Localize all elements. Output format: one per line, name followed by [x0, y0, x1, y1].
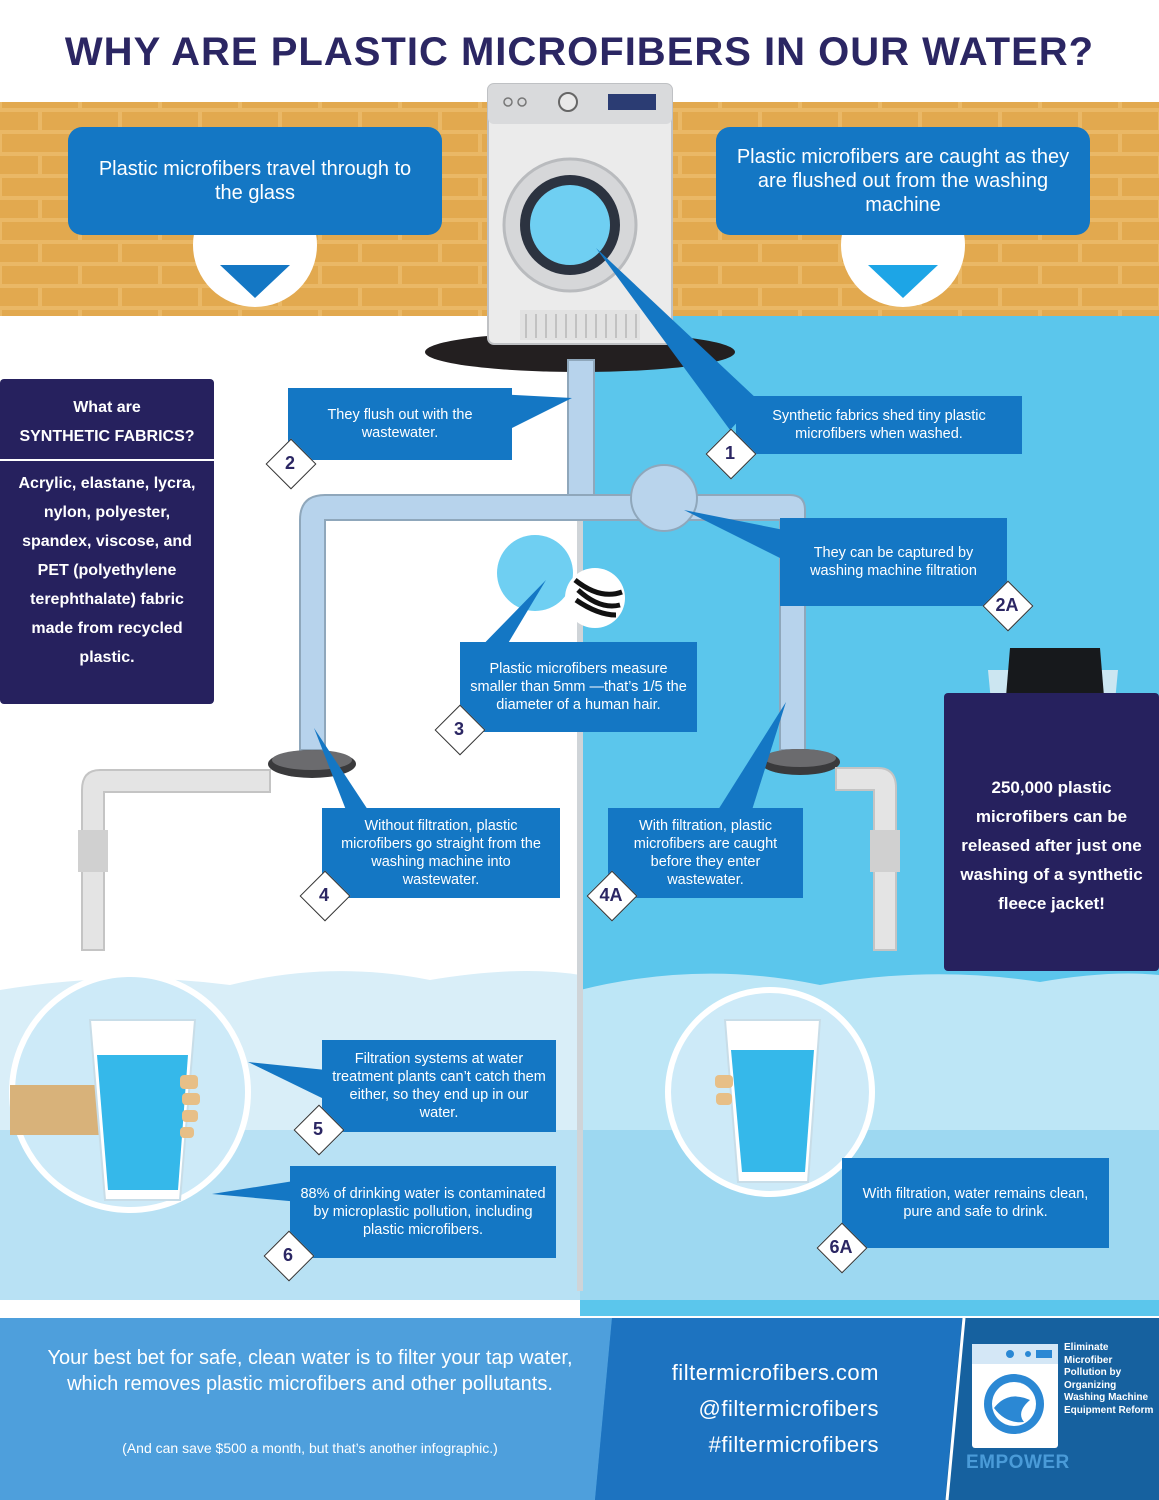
step-5-number: 5 [312, 1119, 323, 1139]
step-6-number: 6 [282, 1245, 293, 1265]
synthetic-fabrics-box: What are SYNTHETIC FABRICS? Acrylic, ela… [0, 379, 214, 704]
synthetic-heading-line2: SYNTHETIC FABRICS? [19, 428, 195, 445]
callout-no-filter-summary: Plastic microfibers travel through to th… [68, 127, 442, 235]
step-1-number: 1 [724, 443, 735, 463]
empower-logo-word: EMPOWER [966, 1452, 1070, 1473]
website-link[interactable]: filtermicrofibers.com [671, 1360, 879, 1385]
step-2a-number: 2A [995, 595, 1019, 615]
step-4a-callout: With filtration, plastic microfibers are… [608, 808, 803, 898]
glass-left-illustration [9, 971, 251, 1213]
step-2a-callout: They can be captured by washing machine … [780, 518, 1007, 606]
step-2-number: 2 [284, 453, 295, 473]
step-4-callout: Without filtration, plastic microfibers … [322, 808, 560, 898]
step-4a-number: 4A [599, 885, 623, 905]
step-4-number: 4 [318, 885, 329, 905]
fleece-fact-text: 250,000 plastic microfibers can be relea… [960, 778, 1143, 913]
step-3-number: 3 [453, 719, 464, 739]
empower-logo-text: Eliminate Microfiber Pollution by Organi… [1064, 1342, 1154, 1416]
social-handle[interactable]: @filtermicrofibers [698, 1396, 879, 1421]
step-1-callout: Synthetic fabrics shed tiny plastic micr… [736, 396, 1022, 454]
step-2-callout: They flush out with the wastewater. [288, 388, 512, 460]
fleece-fact-box: 250,000 plastic microfibers can be relea… [944, 693, 1159, 971]
hashtag[interactable]: #filtermicrofibers [708, 1432, 879, 1457]
footer-main-message: Your best bet for safe, clean water is t… [47, 1347, 573, 1395]
empower-logo-icon [972, 1344, 1058, 1448]
step-6a-number: 6A [829, 1237, 853, 1257]
synthetic-heading-line1: What are [73, 399, 141, 416]
step-5-callout: Filtration systems at water treatment pl… [322, 1040, 556, 1132]
callout-filter-summary: Plastic microfibers are caught as they a… [716, 127, 1090, 235]
step-6-callout: 88% of drinking water is contaminated by… [290, 1166, 556, 1258]
synthetic-body: Acrylic, elastane, lycra, nylon, polyest… [18, 475, 196, 666]
glass-right-illustration [665, 987, 875, 1197]
step-3-callout: Plastic microfibers measure smaller than… [460, 642, 697, 732]
step-6a-callout: With filtration, water remains clean, pu… [842, 1158, 1109, 1248]
footer-note: (And can save $500 a month, but that’s a… [122, 1440, 498, 1456]
page-title: WHY ARE PLASTIC MICROFIBERS IN OUR WATER… [64, 30, 1095, 74]
